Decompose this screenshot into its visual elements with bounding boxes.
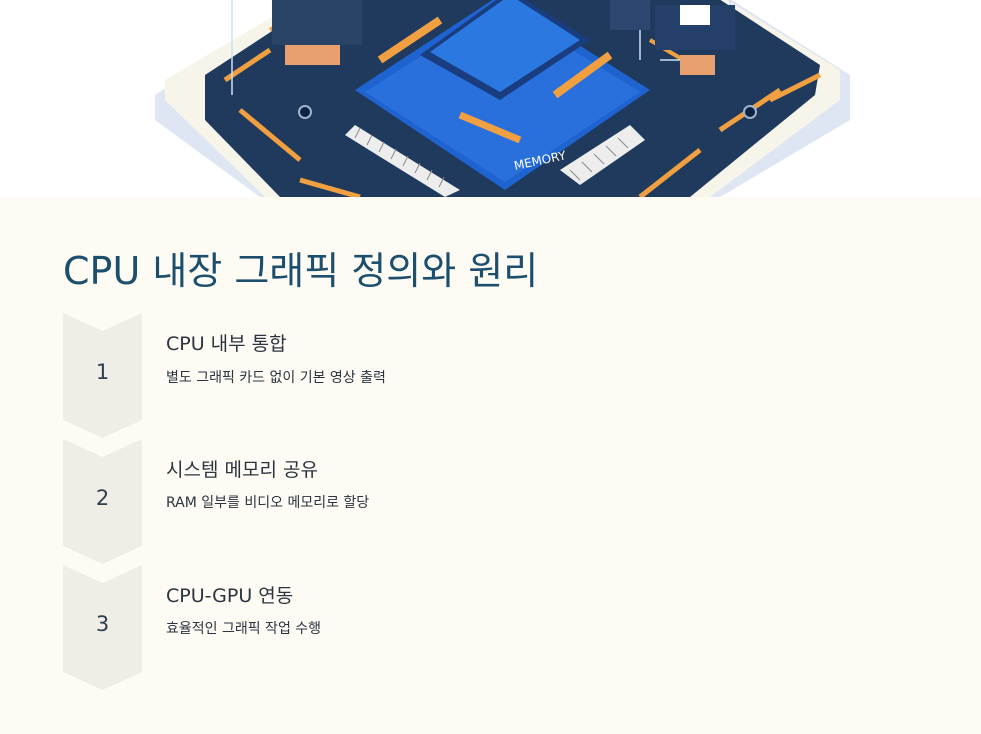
step-title: CPU 내부 통합 <box>166 333 287 355</box>
content-area <box>0 197 981 734</box>
chevron-badge-shape <box>63 439 142 564</box>
step-description: 효율적인 그래픽 작업 수행 <box>166 621 322 637</box>
step-number: 3 <box>95 612 110 636</box>
step-number: 2 <box>95 486 110 510</box>
step-description: RAM 일부를 비디오 메모리로 할당 <box>166 495 370 511</box>
hero-illustration: MEMORY <box>0 0 981 197</box>
cpu-chip-illustration: MEMORY <box>155 0 850 197</box>
chevron-badge-shape <box>63 313 142 438</box>
step-badge-1: 1 <box>63 313 142 438</box>
step-description: 별도 그래픽 카드 없이 기본 영상 출력 <box>166 370 386 386</box>
step-title: 시스템 메모리 공유 <box>166 459 318 481</box>
page-title: CPU 내장 그래픽 정의와 원리 <box>63 249 539 293</box>
step-title: CPU-GPU 연동 <box>166 585 294 607</box>
step-number: 1 <box>95 360 110 384</box>
step-badge-3: 3 <box>63 565 142 690</box>
step-badge-2: 2 <box>63 439 142 564</box>
chevron-badge-shape <box>63 565 142 690</box>
